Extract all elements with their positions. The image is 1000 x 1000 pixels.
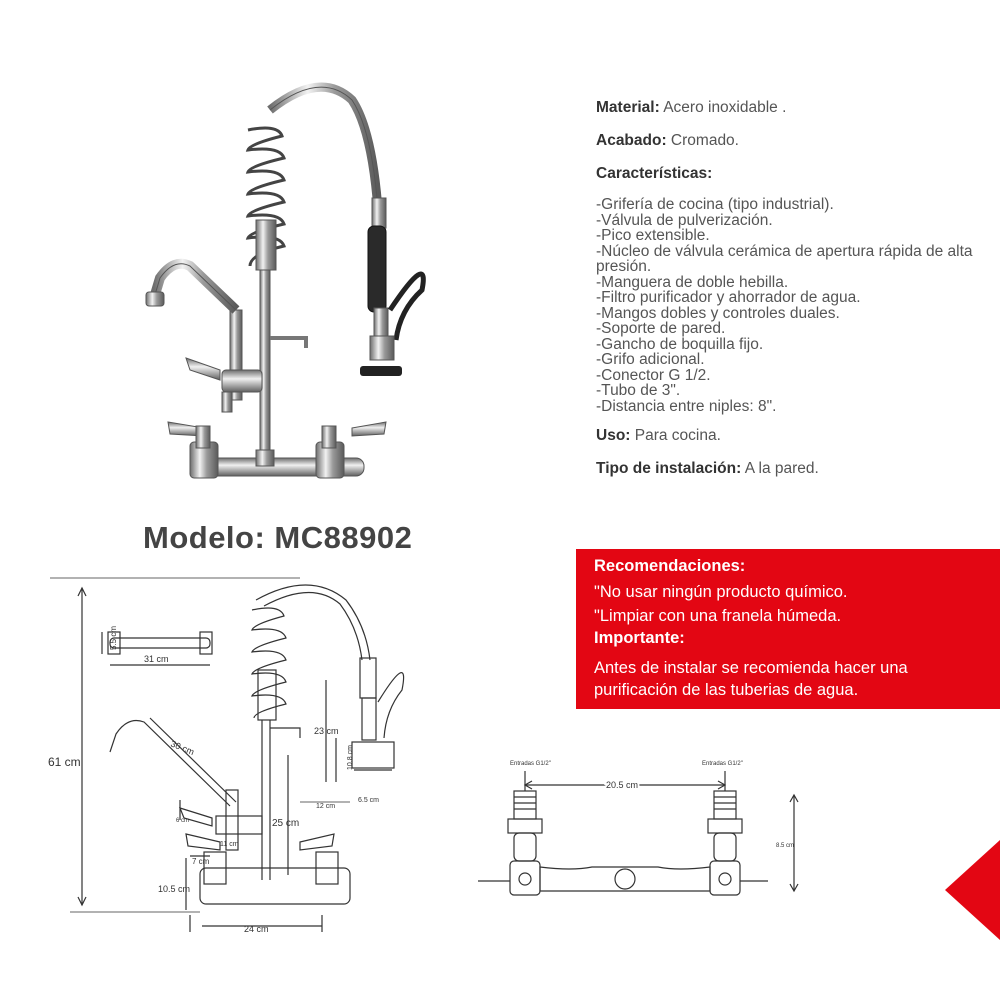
dim-pipe-height: 5.5 cm — [109, 626, 118, 650]
spec-label: Acabado: — [596, 132, 667, 149]
spec-label: Características: — [596, 165, 713, 182]
dim-total-height: 61 cm — [48, 755, 81, 769]
feature-item: Tubo de 3". — [596, 383, 996, 399]
dim-valve-height: 25 cm — [272, 818, 299, 829]
spec-label: Material: — [596, 99, 660, 116]
feature-item: Manguera de doble hebilla. — [596, 274, 996, 291]
label-inlet-left: Entradas G1/2" — [510, 761, 551, 767]
feature-item: Filtro purificador y ahorrador de agua. — [596, 290, 996, 306]
feature-item: Grifería de cocina (tipo industrial). — [596, 197, 996, 213]
important-line: purificación de las tuberias de agua. — [594, 681, 859, 699]
spec-label: Tipo de instalación: — [596, 460, 742, 477]
dim-spray-lower: 10.8 cm — [347, 745, 354, 770]
feature-item: Soporte de pared. — [596, 321, 996, 337]
recommendation-line: "No usar ningún producto químico. — [594, 583, 848, 601]
feature-item: Conector G 1/2. — [596, 367, 996, 384]
product-photo — [145, 82, 426, 479]
spec-material: Material: Acero inoxidable . — [596, 98, 996, 118]
important-line: Antes de instalar se recomienda hacer un… — [594, 659, 908, 677]
spec-features-heading: Características: — [596, 164, 996, 184]
dim-small-gap: 6 cm — [176, 818, 189, 824]
spec-finish: Acabado: Cromado. — [596, 131, 996, 151]
red-corner-decoration — [945, 840, 1000, 940]
dim-inlet-distance: 20.5 cm — [606, 780, 638, 790]
feature-item: Gancho de boquilla fijo. — [596, 336, 996, 353]
dim-base-height: 10.5 cm — [158, 884, 190, 894]
recommendations-box: Recomendaciones: "No usar ningún product… — [576, 549, 1000, 709]
feature-item: Núcleo de válvula cerámica de apertura r… — [596, 243, 996, 275]
dim-handle-offset: 7 cm — [192, 857, 210, 866]
dim-spray-head: 6.5 cm — [358, 797, 379, 804]
inlet-drawing: Entradas G1/2" Entradas G1/2" 20.5 cm 8.… — [478, 761, 799, 896]
feature-item: Pico extensible. — [596, 228, 996, 244]
dim-spray-reach: 12 cm — [316, 803, 335, 810]
label-inlet-right: Entradas G1/2" — [702, 761, 743, 767]
model-title: Modelo: MC88902 — [143, 520, 413, 555]
dim-base-width: 24 cm — [244, 924, 269, 934]
feature-item: Grifo adicional. — [596, 352, 996, 368]
spec-list: Material: Acero inoxidable . Acabado: Cr… — [596, 98, 996, 492]
important-title: Importante: — [594, 629, 685, 647]
spec-use: Uso: Para cocina. — [596, 426, 996, 446]
spec-label: Uso: — [596, 427, 631, 444]
dim-pipe-length: 31 cm — [144, 654, 169, 664]
recommendation-line: "Limpiar con una franela húmeda. — [594, 607, 842, 625]
recommendations-title: Recomendaciones: — [594, 557, 746, 575]
spec-value: Acero inoxidable . — [659, 99, 787, 116]
feature-item: Distancia entre niples: 8". — [596, 398, 996, 415]
spec-value: Cromado. — [666, 132, 739, 149]
dim-spray-upper: 23 cm — [314, 726, 339, 736]
spec-value: A la pared. — [741, 460, 819, 477]
feature-list: Grifería de cocina (tipo industrial).Vál… — [596, 197, 996, 414]
dim-spout-length: 30 cm — [169, 739, 195, 757]
dim-inlet-height: 8.5 cm — [776, 843, 794, 849]
dim-elbow-width: 11 cm — [220, 841, 239, 848]
spec-installation: Tipo de instalación: A la pared. — [596, 459, 996, 479]
feature-item: Válvula de pulverización. — [596, 212, 996, 229]
spec-value: Para cocina. — [630, 427, 721, 444]
dimension-drawing: 61 cm 5.5 cm 31 cm 30 cm 23 cm 10.8 cm 6… — [48, 577, 405, 934]
feature-item: Mangos dobles y controles duales. — [596, 305, 996, 322]
